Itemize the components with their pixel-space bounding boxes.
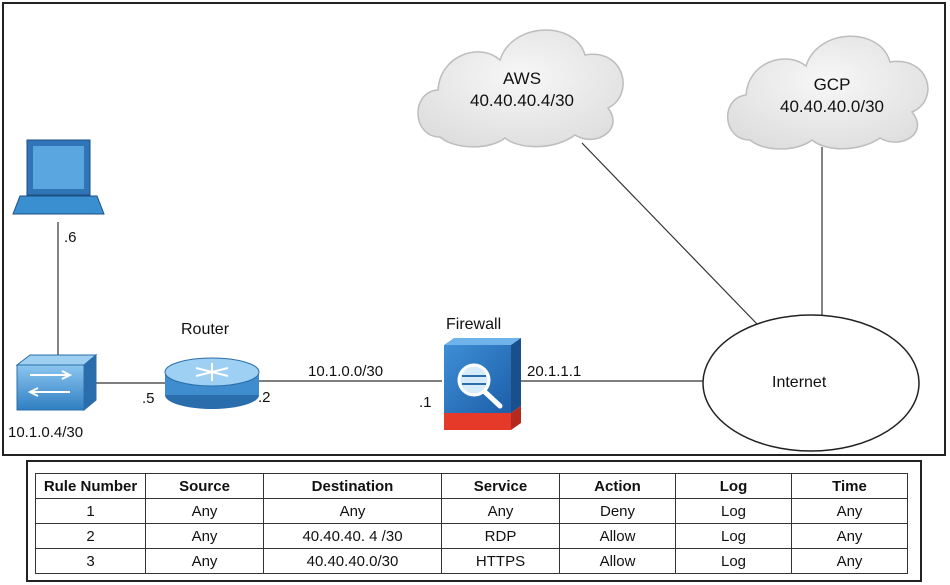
cell-rule-number: 2 bbox=[35, 523, 146, 549]
gcp-network: 40.40.40.0/30 bbox=[780, 97, 884, 116]
header-action: Action bbox=[559, 473, 676, 499]
header-rule-number: Rule Number bbox=[35, 473, 146, 499]
cell-rule-number: 3 bbox=[35, 548, 146, 574]
router-port-label: .2 bbox=[258, 389, 271, 406]
switch-network-label: 10.1.0.4/30 bbox=[8, 424, 84, 441]
cell-action: Allow bbox=[559, 548, 676, 574]
router-icon bbox=[164, 357, 260, 409]
aws-cloud-label: AWS 40.40.40.4/30 bbox=[452, 68, 592, 112]
cell-source: Any bbox=[145, 548, 264, 574]
header-time: Time bbox=[791, 473, 908, 499]
gcp-cloud-icon bbox=[727, 35, 929, 150]
switch-icon bbox=[15, 353, 98, 412]
gcp-name: GCP bbox=[813, 75, 851, 94]
transit-network-label: 10.1.0.0/30 bbox=[308, 363, 384, 380]
laptop-ip-label: .6 bbox=[64, 229, 77, 246]
cell-service: RDP bbox=[441, 523, 560, 549]
cell-rule-number: 1 bbox=[35, 498, 146, 524]
firewall-outside-ip-label: 20.1.1.1 bbox=[527, 363, 582, 380]
table-row: 2 Any 40.40.40. 4 /30 RDP Allow Log Any bbox=[35, 523, 908, 549]
gcp-cloud-label: GCP 40.40.40.0/30 bbox=[762, 74, 902, 118]
aws-name: AWS bbox=[502, 69, 542, 88]
header-source: Source bbox=[145, 473, 264, 499]
laptop-icon bbox=[12, 139, 105, 215]
table-row: 3 Any 40.40.40.0/30 HTTPS Allow Log Any bbox=[35, 548, 908, 574]
aws-network: 40.40.40.4/30 bbox=[470, 91, 574, 110]
aws-cloud-icon bbox=[417, 29, 624, 148]
cell-time: Any bbox=[791, 523, 908, 549]
switch-port-label: .5 bbox=[142, 390, 155, 407]
cell-destination: 40.40.40. 4 /30 bbox=[263, 523, 442, 549]
internet-label: Internet bbox=[772, 374, 827, 391]
cell-service: HTTPS bbox=[441, 548, 560, 574]
cell-service: Any bbox=[441, 498, 560, 524]
firewall-inside-ip-label: .1 bbox=[419, 394, 432, 411]
header-log: Log bbox=[675, 473, 792, 499]
cell-log: Log bbox=[675, 548, 792, 574]
network-diagram bbox=[2, 2, 946, 456]
table-header-row: Rule Number Source Destination Service A… bbox=[35, 473, 908, 499]
cell-action: Allow bbox=[559, 523, 676, 549]
cell-time: Any bbox=[791, 498, 908, 524]
header-destination: Destination bbox=[263, 473, 442, 499]
cell-time: Any bbox=[791, 548, 908, 574]
cell-source: Any bbox=[145, 498, 264, 524]
cell-destination: Any bbox=[263, 498, 442, 524]
cell-destination: 40.40.40.0/30 bbox=[263, 548, 442, 574]
cell-log: Log bbox=[675, 523, 792, 549]
firewall-rules-table: Rule Number Source Destination Service A… bbox=[35, 473, 908, 574]
cell-source: Any bbox=[145, 523, 264, 549]
firewall-rules-panel: Rule Number Source Destination Service A… bbox=[26, 460, 922, 582]
table-row: 1 Any Any Any Deny Log Any bbox=[35, 498, 908, 524]
router-label: Router bbox=[181, 321, 230, 338]
firewall-label: Firewall bbox=[446, 316, 502, 333]
cell-log: Log bbox=[675, 498, 792, 524]
internet-icon bbox=[702, 314, 920, 452]
cell-action: Deny bbox=[559, 498, 676, 524]
link-aws-internet bbox=[581, 142, 758, 325]
header-service: Service bbox=[441, 473, 560, 499]
firewall-icon bbox=[444, 338, 521, 430]
